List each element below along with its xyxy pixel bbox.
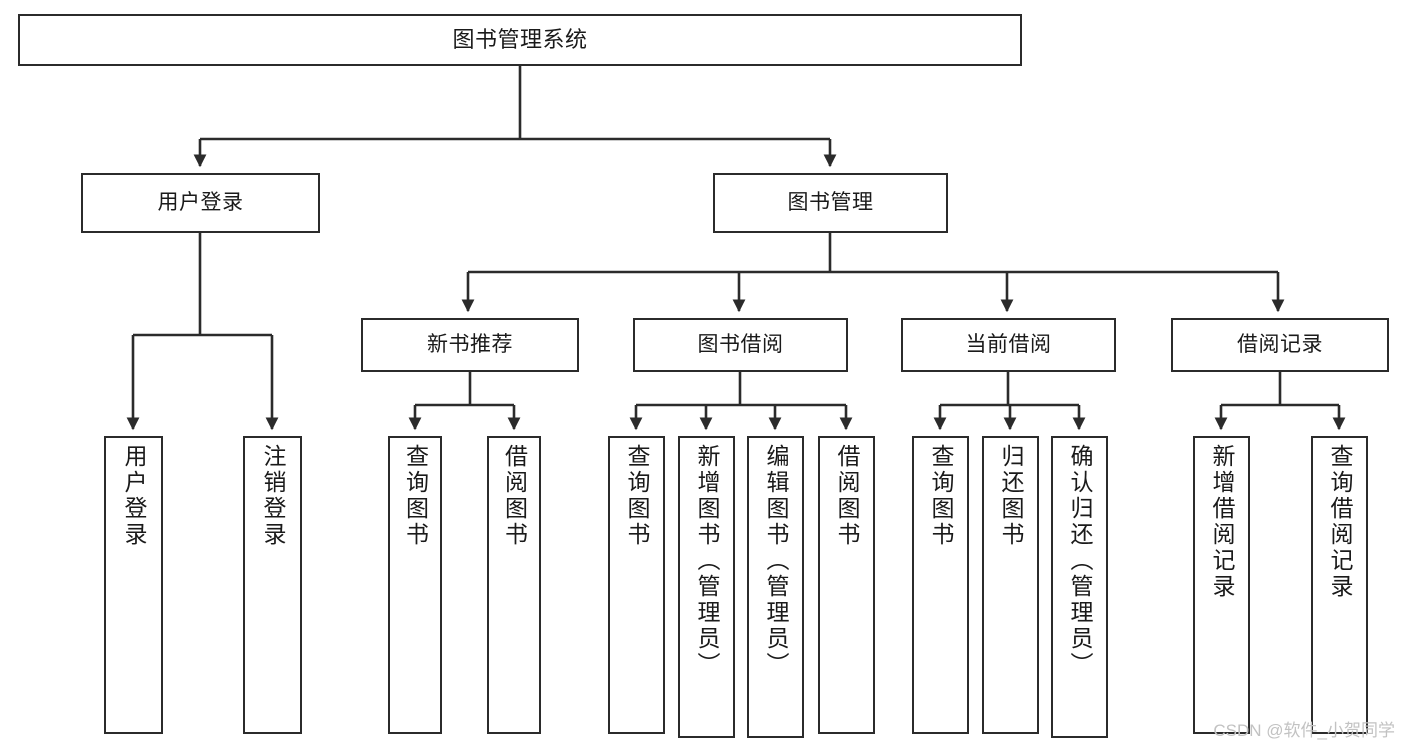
node-leaf-query-book-2-label: 查询图书 <box>624 444 650 548</box>
node-leaf-add-book[interactable]: 新增图书（管理员） <box>678 436 735 738</box>
node-leaf-query-book-1[interactable]: 查询图书 <box>388 436 442 734</box>
node-borrow-record-label: 借阅记录 <box>1237 332 1323 356</box>
node-book-borrow-label: 图书借阅 <box>697 332 784 356</box>
node-new-book-recommend-label: 新书推荐 <box>427 332 513 356</box>
node-user-login-label: 用户登录 <box>157 190 244 214</box>
node-root[interactable]: 图书管理系统 <box>18 14 1022 66</box>
node-leaf-edit-book-label: 编辑图书（管理员） <box>763 444 789 678</box>
node-leaf-logout[interactable]: 注销登录 <box>243 436 302 734</box>
node-leaf-logout-label: 注销登录 <box>260 444 286 548</box>
node-leaf-edit-book[interactable]: 编辑图书（管理员） <box>747 436 804 738</box>
node-book-manage[interactable]: 图书管理 <box>713 173 948 233</box>
node-current-borrow-label: 当前借阅 <box>965 332 1052 356</box>
node-leaf-borrow-book-1[interactable]: 借阅图书 <box>487 436 541 734</box>
node-leaf-confirm-return[interactable]: 确认归还（管理员） <box>1051 436 1108 738</box>
node-leaf-query-book-2[interactable]: 查询图书 <box>608 436 665 734</box>
node-leaf-query-record[interactable]: 查询借阅记录 <box>1311 436 1368 734</box>
node-borrow-record[interactable]: 借阅记录 <box>1171 318 1389 372</box>
node-book-borrow[interactable]: 图书借阅 <box>633 318 848 372</box>
node-leaf-confirm-return-label: 确认归还（管理员） <box>1067 444 1093 678</box>
node-leaf-add-record-label: 新增借阅记录 <box>1209 444 1235 600</box>
node-leaf-borrow-book-1-label: 借阅图书 <box>501 444 528 548</box>
node-leaf-return-book-label: 归还图书 <box>998 444 1024 548</box>
node-leaf-query-book-3[interactable]: 查询图书 <box>912 436 969 734</box>
node-new-book-recommend[interactable]: 新书推荐 <box>361 318 579 372</box>
node-leaf-query-record-label: 查询借阅记录 <box>1327 444 1353 600</box>
node-user-login[interactable]: 用户登录 <box>81 173 320 233</box>
node-current-borrow[interactable]: 当前借阅 <box>901 318 1116 372</box>
node-leaf-add-record[interactable]: 新增借阅记录 <box>1193 436 1250 734</box>
node-leaf-add-book-label: 新增图书（管理员） <box>694 444 720 678</box>
node-book-manage-label: 图书管理 <box>787 190 874 214</box>
node-root-label: 图书管理系统 <box>452 27 588 53</box>
node-leaf-return-book[interactable]: 归还图书 <box>982 436 1039 734</box>
node-leaf-borrow-book-2[interactable]: 借阅图书 <box>818 436 875 734</box>
node-leaf-query-book-1-label: 查询图书 <box>402 444 429 548</box>
node-leaf-user-login[interactable]: 用户登录 <box>104 436 163 734</box>
node-leaf-borrow-book-2-label: 借阅图书 <box>834 444 860 548</box>
watermark: CSDN @软件_小贺同学 <box>1213 721 1395 740</box>
node-leaf-query-book-3-label: 查询图书 <box>928 444 954 548</box>
node-leaf-user-login-label: 用户登录 <box>121 444 147 548</box>
